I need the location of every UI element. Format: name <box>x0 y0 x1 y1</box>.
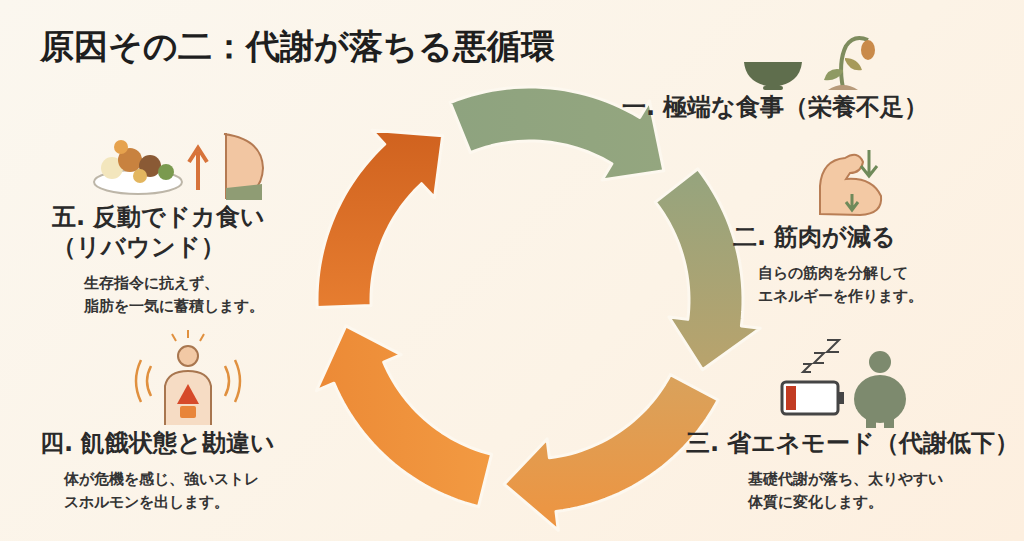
battery-nub <box>839 392 844 404</box>
battery-icon <box>782 382 838 414</box>
step-block: 二. 筋肉が減る自らの筋肉を分解して エネルギーを作ります。 <box>733 222 995 309</box>
step-block: 四. 飢餓状態と勘違い体が危機を感じ、強いストレ スホルモンを出します。 <box>40 428 340 515</box>
stomach-mark <box>180 406 196 418</box>
step-heading: 五. 反動でドカ食い （リバウンド） <box>52 202 292 262</box>
battery-level <box>786 386 796 410</box>
alarm-sign <box>177 384 199 404</box>
stress-lines <box>172 330 204 341</box>
cycle-arrow <box>655 169 760 370</box>
person-leg <box>884 418 894 428</box>
step-block: 五. 反動でドカ食い （リバウンド） 生存指令に抗えず、 脂肪を一気に蓄積します。 <box>52 202 292 319</box>
person-head <box>869 351 891 373</box>
step-heading: 一. 極端な食事（栄養不足） <box>622 92 962 122</box>
belly-pants <box>226 184 262 200</box>
step-block: 三. 省エネモード（代謝低下） 基礎代謝が落ち、太りやすい 体質に変化します。 <box>686 428 1022 515</box>
body-head <box>178 346 198 366</box>
bowl-icon <box>744 62 802 87</box>
food-fried <box>133 169 147 183</box>
up-arrow <box>189 148 207 190</box>
stress-waves <box>136 360 151 402</box>
food-fried <box>114 140 128 154</box>
down-arrow <box>861 150 877 176</box>
bowl-foot <box>763 86 783 90</box>
step-block: 一. 極端な食事（栄養不足） <box>622 92 962 122</box>
cycle-arrow <box>316 326 491 507</box>
sleep-mark <box>803 364 811 372</box>
arm-icon <box>820 155 881 215</box>
diagram-title: 原因その二：代謝が落ちる悪循環 <box>40 24 555 70</box>
cycle-arrow <box>317 130 443 307</box>
body-torso <box>165 371 211 425</box>
step-heading: 二. 筋肉が減る <box>733 222 995 252</box>
sleep-mark <box>814 353 824 363</box>
person-leg <box>866 418 876 428</box>
food-veg <box>158 164 174 180</box>
cycle-arrow <box>504 375 718 531</box>
step-description: 生存指令に抗えず、 脂肪を一気に蓄積します。 <box>84 272 292 319</box>
sleep-mark <box>827 340 839 352</box>
step-heading: 四. 飢餓状態と勘違い <box>40 428 340 458</box>
stress-waves <box>225 360 240 402</box>
step-description: 基礎代謝が落ち、太りやすい 体質に変化します。 <box>748 468 1022 515</box>
plant-soil <box>828 85 858 90</box>
step-heading: 三. 省エネモード（代謝低下） <box>686 428 1022 458</box>
person-body <box>854 375 906 423</box>
down-arrow <box>846 194 858 210</box>
plant-leaf <box>845 58 862 70</box>
plant-bud <box>861 40 875 60</box>
step-description: 自らの筋肉を分解して エネルギーを作ります。 <box>758 262 995 309</box>
plant-leaf <box>824 69 843 80</box>
step-description: 体が危機を感じ、強いストレ スホルモンを出します。 <box>64 468 340 515</box>
